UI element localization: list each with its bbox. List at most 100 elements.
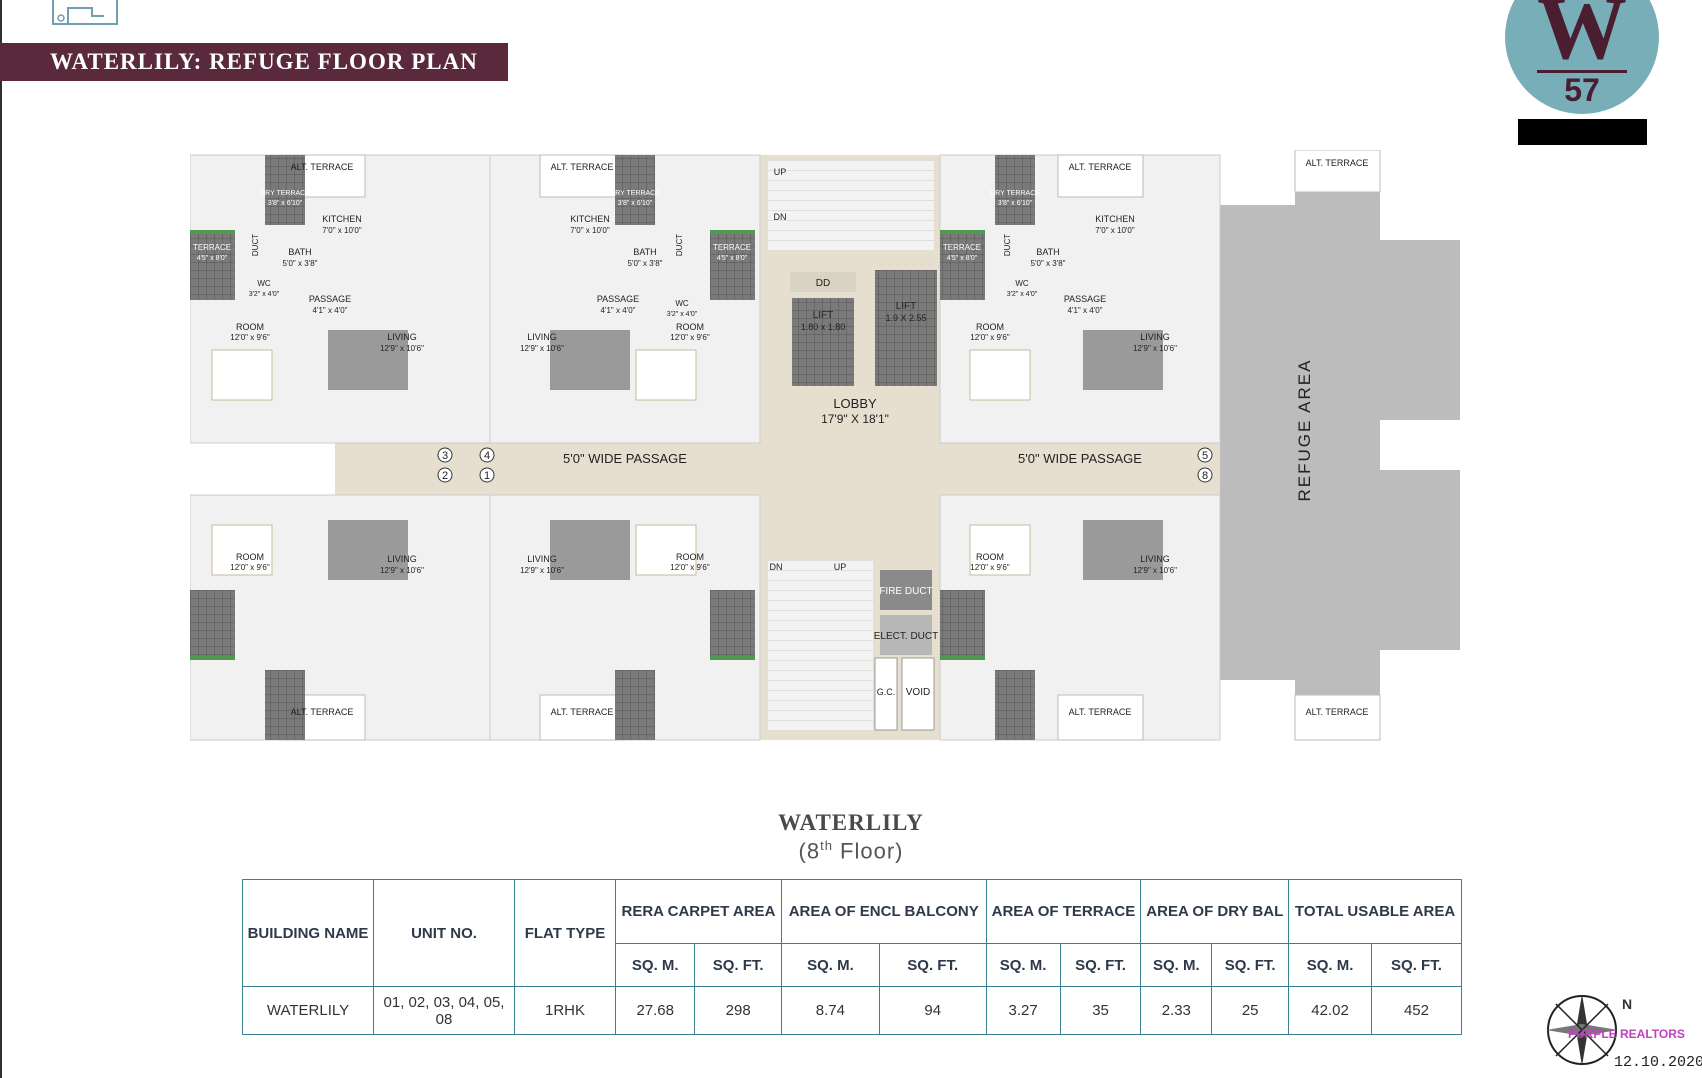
cell-rera-sqft: 298 [694, 986, 782, 1035]
terrace-size: 4'5" x 8'0" [197, 255, 228, 262]
cell-building: WATERLILY [242, 986, 374, 1035]
wc-label: WC [257, 279, 271, 288]
stair-up-label-2: UP [834, 562, 847, 572]
unit-marker: 3 [442, 450, 448, 462]
wc-label: WC [1015, 279, 1029, 288]
kitchen-label: KITCHEN [570, 214, 610, 224]
dry-terrace-size: 3'8" x 6'10" [268, 200, 303, 207]
cell-terrace-sqft: 35 [1059, 986, 1142, 1035]
unit-sqm: SQ. M. [1288, 943, 1372, 987]
living-label: LIVING [527, 554, 557, 564]
elect-duct-label: ELECT. DUCT [874, 631, 938, 642]
kitchen-label: KITCHEN [322, 214, 362, 224]
stair-up-label: UP [774, 167, 787, 177]
kitchen-size: 7'0" x 10'0" [570, 226, 610, 235]
alt-terrace-label: ALT. TERRACE [1069, 707, 1132, 717]
cell-flat-type: 1RHK [514, 986, 616, 1035]
duct-label: DUCT [1003, 234, 1012, 256]
unit-sqft: SQ. FT. [694, 943, 782, 987]
terrace-size: 4'5" x 8'0" [947, 255, 978, 262]
room-size: 12'0" x 9'6" [230, 563, 270, 572]
unit-marker: 2 [442, 470, 448, 482]
room-size: 12'0" x 9'6" [670, 563, 710, 572]
dry-terrace-label: DRY TERRACE [610, 190, 660, 197]
table-row: WATERLILY 01, 02, 03, 04, 05, 08 1RHK 27… [242, 986, 1463, 1035]
passage-label: PASSAGE [309, 294, 351, 304]
room-label: ROOM [236, 552, 264, 562]
room-label: ROOM [676, 552, 704, 562]
header-balcony: AREA OF ENCL BALCONY [780, 879, 987, 944]
stair-dn-label-2: DN [770, 562, 783, 572]
unit-marker: 5 [1202, 450, 1208, 462]
unit-sqm: SQ. M. [985, 943, 1061, 987]
duct-label: DUCT [675, 234, 684, 256]
dry-terrace-size: 3'8" x 6'10" [618, 200, 653, 207]
bath-label: BATH [288, 247, 311, 257]
cell-terrace-sqm: 3.27 [985, 986, 1061, 1035]
floor-plan-drawing: LOBBY 17'9" X 18'1" 5'0" WIDE PASSAGE 5'… [190, 150, 1460, 741]
passage-left-label: 5'0" WIDE PASSAGE [563, 451, 687, 466]
alt-terrace-label: ALT. TERRACE [291, 162, 354, 172]
unit-sqm: SQ. M. [1140, 943, 1213, 987]
living-label: LIVING [387, 332, 417, 342]
wc-label: WC [675, 299, 689, 308]
left-border [0, 0, 2, 1078]
bath-size: 5'0" x 3'8" [628, 259, 663, 268]
kitchen-size: 7'0" x 10'0" [1095, 226, 1135, 235]
refuge-area [1220, 150, 1460, 725]
living-size: 12'9" x 10'6" [520, 344, 564, 353]
lift2-label: LIFT [896, 301, 917, 312]
living-size: 12'9" x 10'6" [1133, 566, 1177, 575]
duct-label: DUCT [251, 234, 260, 256]
living-label: LIVING [1140, 332, 1170, 342]
wc-size: 3'2" x 4'0" [249, 291, 280, 298]
logo-divider [1537, 70, 1627, 73]
flats [190, 150, 1381, 741]
header-flat-type: FLAT TYPE [514, 879, 616, 987]
wc-size: 3'2" x 4'0" [667, 311, 698, 318]
room-size: 12'0" x 9'6" [970, 563, 1010, 572]
living-size: 12'9" x 10'6" [520, 566, 564, 575]
room-size: 12'0" x 9'6" [670, 333, 710, 342]
unit-sqm: SQ. M. [614, 943, 696, 987]
lift1-size: 1.80 x 1.80 [801, 322, 846, 332]
header-dry-bal: AREA OF DRY BAL [1140, 879, 1290, 944]
lift2-size: 1.9 X 2.55 [885, 313, 926, 323]
logo-number: 57 [1564, 72, 1600, 108]
terrace-size: 4'5" x 8'0" [717, 255, 748, 262]
passage-size: 4'1" x 4'0" [601, 306, 636, 315]
stair-dn-label: DN [774, 212, 787, 222]
terrace-label: TERRACE [713, 243, 751, 252]
lobby-size: 17'9" X 18'1" [821, 412, 889, 426]
living-label: LIVING [387, 554, 417, 564]
unit-sqft: SQ. FT. [878, 943, 987, 987]
cell-drybal-sqft: 25 [1211, 986, 1290, 1035]
header-unit-no: UNIT NO. [373, 879, 515, 987]
unit-sqft: SQ. FT. [1211, 943, 1290, 987]
living-size: 12'9" x 10'6" [380, 344, 424, 353]
bath-size: 5'0" x 3'8" [1031, 259, 1066, 268]
floorplan-icon [52, 0, 118, 25]
dd-label: DD [816, 278, 830, 289]
area-statement-table: BUILDING NAME UNIT NO. FLAT TYPE RERA CA… [242, 879, 1463, 1035]
room-size: 12'0" x 9'6" [970, 333, 1010, 342]
living-label: LIVING [527, 332, 557, 342]
unit-marker: 1 [484, 470, 490, 482]
alt-terrace-label: ALT. TERRACE [1069, 162, 1132, 172]
alt-terrace-label: ALT. TERRACE [551, 162, 614, 172]
unit-sqft: SQ. FT. [1370, 943, 1463, 987]
building-title: WATERLILY [778, 810, 924, 835]
cell-total-sqft: 452 [1370, 986, 1463, 1035]
wc-size: 3'2" x 4'0" [1007, 291, 1038, 298]
unit-sqft: SQ. FT. [1059, 943, 1142, 987]
floor-label: (8th Floor) [798, 838, 904, 864]
table-units-row: SQ. M. SQ. FT. SQ. M. SQ. FT. SQ. M. SQ.… [243, 943, 1463, 987]
dry-terrace-size: 3'8" x 6'10" [998, 200, 1033, 207]
gc-label: G.C. [877, 687, 896, 697]
header-total: TOTAL USABLE AREA [1288, 879, 1462, 944]
alt-terrace-label: ALT. TERRACE [291, 707, 354, 717]
refuge-label: REFUGE AREA [1295, 359, 1314, 502]
cell-balcony-sqft: 94 [878, 986, 987, 1035]
void-label: VOID [906, 687, 930, 698]
terrace-label: TERRACE [943, 243, 981, 252]
